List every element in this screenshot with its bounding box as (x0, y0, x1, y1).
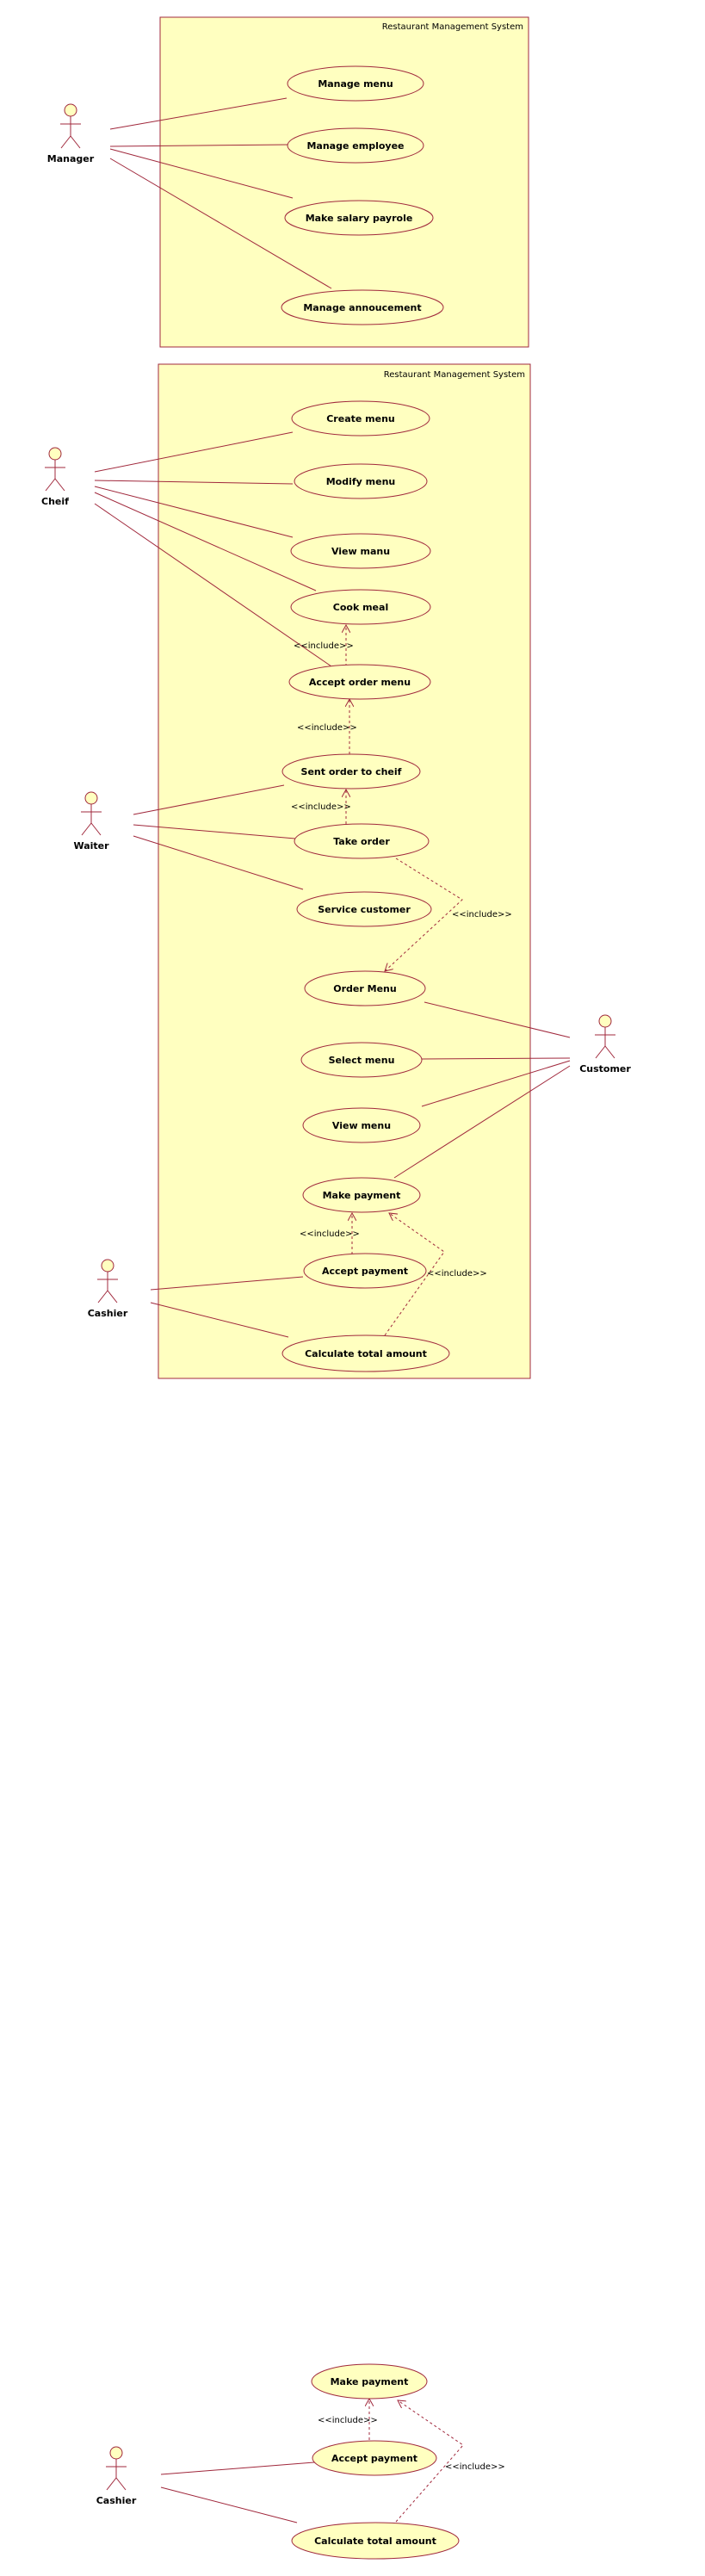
usecase-calculate-total-amount: Calculate total amount (281, 1334, 450, 1372)
usecase-make-payment: Make payment (302, 1177, 421, 1213)
svg-text:Accept payment: Accept payment (322, 1266, 408, 1277)
svg-text:Cook meal: Cook meal (333, 602, 388, 613)
customer-associations (393, 1001, 571, 1179)
actor-label-cashier-2: Cashier (96, 2495, 137, 2506)
svg-text:Make payment: Make payment (323, 1190, 401, 1201)
svg-text:View manu: View manu (331, 546, 390, 557)
svg-text:Accept order menu: Accept order menu (309, 677, 411, 688)
svg-text:<<include>>: <<include>> (427, 1269, 487, 1279)
usecase-make-payment-2: Make payment (311, 2363, 428, 2400)
actor-cashier-1: Cashier (88, 1259, 128, 1319)
actor-label-cashier-1: Cashier (88, 1308, 128, 1319)
usecase-accept-payment: Accept payment (303, 1253, 427, 1289)
svg-text:Select menu: Select menu (329, 1055, 395, 1066)
usecase-accept-order-menu: Accept order menu (288, 664, 431, 700)
actor-cashier-2: Cashier (96, 2446, 137, 2506)
svg-text:Modify menu: Modify menu (326, 476, 396, 487)
usecase-select-menu: Select menu (300, 1042, 423, 1078)
svg-text:<<include>>: <<include>> (300, 1229, 360, 1239)
system-title-2: Restaurant Management System (384, 370, 525, 380)
svg-text:<<include>>: <<include>> (291, 802, 351, 812)
svg-text:<<include>>: <<include>> (294, 641, 354, 651)
svg-text:Accept payment: Accept payment (331, 2453, 417, 2464)
svg-text:Create menu: Create menu (326, 413, 395, 424)
waiter-associations (133, 784, 304, 890)
usecase-manage-annoucement: Manage annoucement (281, 289, 444, 325)
usecase-calculate-total-amount-2: Calculate total amount (291, 2522, 460, 2560)
svg-text:Calculate total amount: Calculate total amount (314, 2536, 436, 2547)
svg-text:Order Menu: Order Menu (333, 983, 396, 994)
system-boundary-2: Restaurant Management System (158, 363, 531, 1379)
actor-label-cheif: Cheif (41, 496, 69, 507)
usecase-cook-meal: Cook meal (290, 589, 431, 625)
svg-text:Manage employee: Manage employee (306, 140, 404, 152)
usecase-take-order: Take order (294, 823, 430, 859)
cashier-1-associations (150, 1276, 304, 1338)
actor-label-customer: Customer (579, 1063, 631, 1074)
usecase-make-salary-payrole: Make salary payrole (284, 200, 434, 236)
svg-text:<<include>>: <<include>> (318, 2416, 378, 2425)
system-title-1: Restaurant Management System (382, 22, 523, 32)
usecase-manage-employee: Manage employee (287, 127, 424, 164)
svg-text:<<include>>: <<include>> (452, 910, 512, 920)
svg-text:Take order: Take order (333, 836, 390, 847)
svg-text:Make salary payrole: Make salary payrole (306, 213, 413, 224)
svg-text:<<include>>: <<include>> (445, 2462, 505, 2472)
usecase-order-menu: Order Menu (304, 970, 426, 1006)
svg-text:Calculate total amount: Calculate total amount (305, 1348, 427, 1359)
usecase-modify-menu: Modify menu (294, 463, 428, 499)
svg-text:Service customer: Service customer (318, 904, 411, 915)
usecase-accept-payment-2: Accept payment (312, 2440, 437, 2476)
actor-label-manager: Manager (47, 153, 95, 164)
include-relations-2: <<include>> <<include>> <<include>> <<in… (291, 625, 512, 1336)
svg-text:Sent order to cheif: Sent order to cheif (301, 766, 402, 777)
svg-text:Manage menu: Manage menu (318, 78, 393, 90)
actor-customer: Customer (579, 1014, 631, 1074)
actor-waiter: Waiter (73, 791, 109, 851)
usecase-sent-order-to-cheif: Sent order to cheif (281, 753, 421, 790)
cashier-2-associations (160, 2461, 315, 2523)
usecase-view-menu: View menu (302, 1107, 421, 1143)
actor-label-waiter: Waiter (73, 840, 109, 851)
actor-cheif: Cheif (41, 447, 69, 507)
usecase-create-menu: Create menu (291, 400, 430, 437)
include-relations-3: <<include>> <<include>> (318, 2399, 505, 2523)
svg-text:View menu: View menu (332, 1120, 391, 1131)
cheif-associations (94, 431, 332, 667)
usecase-service-customer: Service customer (296, 891, 432, 927)
usecase-view-manu: View manu (290, 533, 431, 569)
svg-text:<<include>>: <<include>> (297, 723, 357, 733)
svg-text:Manage annoucement: Manage annoucement (303, 302, 421, 313)
manager-associations (109, 97, 332, 289)
actor-manager: Manager (47, 103, 95, 164)
usecase-manage-menu: Manage menu (287, 65, 424, 102)
svg-text:Make payment: Make payment (331, 2376, 409, 2387)
